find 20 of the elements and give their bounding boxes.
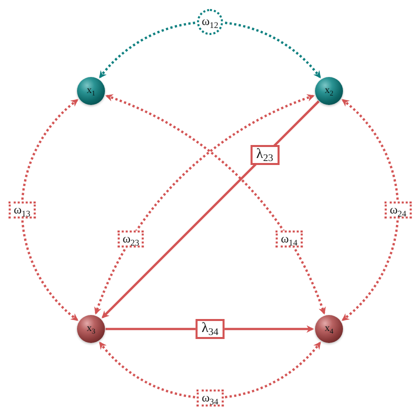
dotted-arrow [21, 99, 78, 321]
node-label: x$_{2}$ [324, 86, 334, 96]
node-label: x$_{1}$ [86, 86, 96, 96]
edge-label: ω$_{13}$ [8, 202, 36, 218]
sphere-node [315, 77, 343, 105]
dotted-arrow [342, 99, 399, 321]
edge-label: ω$_{14}$ [276, 230, 302, 248]
edge-label: λ$_{34}$ [196, 319, 224, 339]
sphere-node [315, 315, 343, 343]
sphere-node [77, 315, 105, 343]
dotted-arrow [99, 342, 321, 399]
edge-label: ω$_{34}$ [196, 390, 224, 406]
node-label: x$_{3}$ [86, 324, 96, 334]
sphere-node [77, 77, 105, 105]
node-label: x$_{4}$ [324, 324, 334, 334]
edge-label: λ$_{23}$ [250, 145, 280, 166]
dotted-arrow [99, 21, 321, 78]
edge-label: ω$_{24}$ [384, 202, 412, 218]
edge-label: ω$_{12}$ [197, 9, 223, 35]
edge-label: ω$_{23}$ [118, 230, 144, 248]
